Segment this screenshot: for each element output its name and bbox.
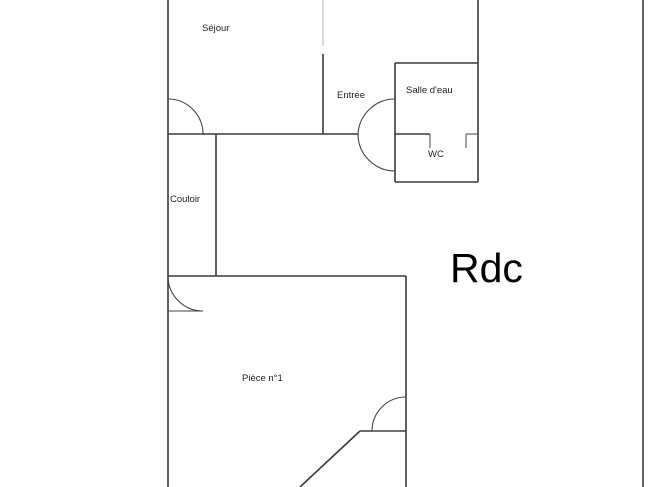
door-entree [357, 98, 396, 172]
label-sejour: Séjour [202, 23, 229, 34]
wall-diagonal [299, 430, 361, 487]
floor-label: Rdc [450, 245, 523, 291]
label-piece-1: Pièce n°1 [242, 373, 283, 384]
doors [167, 98, 407, 432]
room-labels: Séjour Entrée Salle d'eau WC Couloir Piè… [170, 23, 453, 384]
door-piece-right [371, 396, 407, 432]
label-salle-deau: Salle d'eau [406, 85, 453, 96]
label-wc: WC [428, 149, 444, 160]
door-couloir-piece [167, 275, 204, 312]
walls [167, 0, 644, 487]
label-couloir: Couloir [170, 194, 200, 205]
label-entree: Entrée [337, 90, 365, 101]
door-sejour [167, 98, 204, 135]
